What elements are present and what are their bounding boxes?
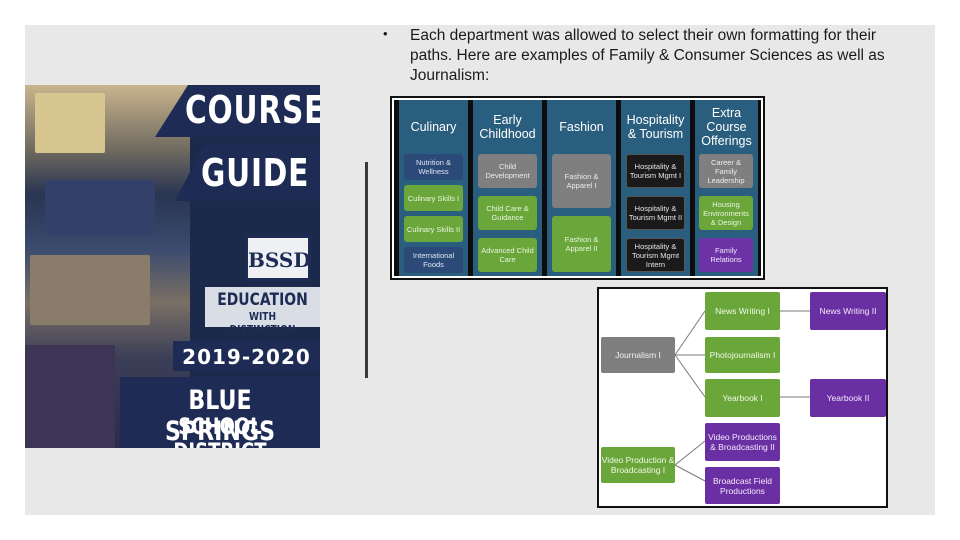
fcs-column-extra: Extra Course Offerings Career & Family L… [695,100,758,276]
district-banner: BLUE SPRINGS SCHOOL DISTRICT [120,377,320,448]
fcs-column-header: Fashion [559,120,604,134]
cover-title-course: COURSE [185,88,320,132]
fcs-course-box: Culinary Skills II [404,216,463,242]
journalism-connector-lines [674,310,810,482]
tagline-education: EDUCATION [217,290,308,310]
fcs-column-fashion: Fashion Fashion & Apparel I Fashion & Ap… [547,100,616,276]
bullet-symbol: • [383,26,388,41]
district-name-line2: SCHOOL DISTRICT [173,415,266,448]
year-banner: 2019-2020 [173,341,320,371]
fcs-course-box: Housing Environments & Design [699,196,753,230]
journalism-pathway-chart: Journalism I News Writing I News Writing… [597,287,888,508]
fcs-course-box: International Foods [404,247,463,273]
news-writing-1-box: News Writing I [705,292,780,330]
cover-title-panel-2 [175,145,320,201]
year-text: 2019-2020 [182,345,311,369]
tagline-distinction: WITH DISTINCTION [229,310,296,336]
photo-student-reading [35,93,105,153]
fcs-column-header: Early Childhood [479,113,536,141]
vertical-divider [365,162,368,378]
fcs-chart-inner: Culinary Nutrition & Wellness Culinary S… [394,100,761,276]
yearbook-2-box: Yearbook II [810,379,886,417]
photojournalism-box: Photojournalism I [705,337,780,373]
photo-classroom [45,180,155,235]
fcs-course-box: Hospitality & Tourism Mgmt II [626,196,685,230]
fcs-course-box: Advanced Child Care [478,238,537,272]
fcs-course-box: Family Relations [699,238,753,272]
cover-title-guide: GUIDE [201,151,310,195]
fcs-course-box: Child Care & Guidance [478,196,537,230]
district-logo: BSSD [245,235,311,281]
fcs-pathway-chart: Culinary Nutrition & Wellness Culinary S… [390,96,765,280]
bullet-text: Each department was allowed to select th… [410,27,885,84]
fcs-column-hospitality: Hospitality & Tourism Hospitality & Tour… [621,100,690,276]
fcs-column-header: Extra Course Offerings [701,106,752,148]
fcs-course-box: Fashion & Apparel I [552,154,611,208]
fcs-course-box: Fashion & Apparel II [552,216,611,272]
video-production-2-box: Video Productions & Broadcasting II [705,423,780,461]
district-logo-text: BSSD [248,248,311,272]
course-guide-cover: COURSE GUIDE BSSD EDUCATION WITH DISTINC… [25,85,320,448]
fcs-course-box: Child Development [478,154,537,188]
photo-students [25,345,115,448]
fcs-course-box: Culinary Skills I [404,185,463,211]
broadcast-field-box: Broadcast Field Productions [705,467,780,504]
district-name-line1: BLUE SPRINGS [164,385,276,447]
fcs-course-box: Hospitality & Tourism Mgmt I [626,154,685,188]
video-production-1-box: Video Production & Broadcasting I [601,447,675,483]
fcs-column-early-childhood: Early Childhood Child Development Child … [473,100,542,276]
yearbook-1-box: Yearbook I [705,379,780,417]
fcs-course-box: Hospitality & Tourism Mgmt Intern [626,238,685,272]
fcs-course-box: Nutrition & Wellness [404,154,463,180]
fcs-column-header: Hospitality & Tourism [626,113,685,141]
fcs-column-header: Culinary [410,120,457,134]
fcs-column-culinary: Culinary Nutrition & Wellness Culinary S… [399,100,468,276]
tagline-box: EDUCATION WITH DISTINCTION [205,287,320,336]
photo-teacher [30,255,150,325]
news-writing-2-box: News Writing II [810,292,886,330]
fcs-course-box: Career & Family Leadership [699,154,753,188]
cover-photo-collage [25,85,190,448]
journalism-root-box: Journalism I [601,337,675,373]
